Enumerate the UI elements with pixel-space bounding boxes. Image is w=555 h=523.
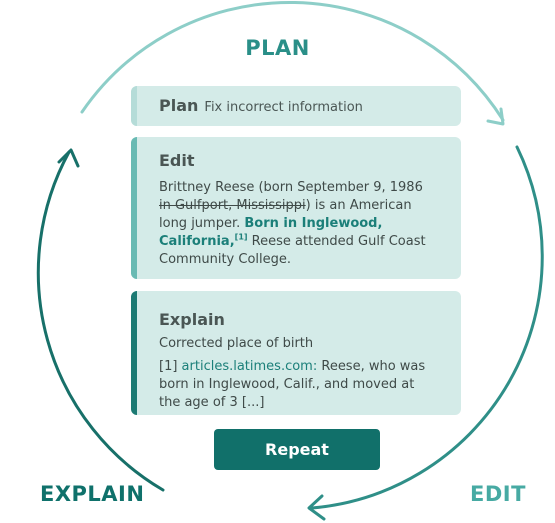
arrowhead-explain-to-plan <box>57 148 80 168</box>
arrowhead-plan-to-edit <box>486 107 505 126</box>
edit-card: Edit Brittney Reese (born September 9, 1… <box>131 137 461 279</box>
struck-text: in Gulfport, Mississippi <box>159 198 306 213</box>
phase-label-plan: PLAN <box>245 36 310 60</box>
edit-line-3: long jumper. Born in Inglewood, <box>159 215 455 233</box>
reference-line-1: [1] articles.latimes.com: Reese, who was <box>159 358 455 376</box>
edit-line-2: in Gulfport, Mississippi) is an American <box>159 197 455 215</box>
edit-card-body: Brittney Reese (born September 9, 1986 i… <box>159 179 455 269</box>
edit-line-4: California,[1] Reese attended Gulf Coast <box>159 233 455 251</box>
edit-line-4-rest: Reese attended Gulf Coast <box>247 234 426 249</box>
edit-line-3-text: long jumper. <box>159 216 245 231</box>
edit-line-5: Community College. <box>159 252 292 267</box>
explain-card-accent-bar <box>131 291 137 415</box>
edit-card-title: Edit <box>159 151 195 170</box>
arrowhead-edit-to-explain <box>307 494 326 521</box>
plan-card-text: Fix incorrect information <box>204 100 363 115</box>
quote-line-3: the age of 3 [...] <box>159 395 265 410</box>
explain-card-title: Explain <box>159 310 225 329</box>
plan-card-row: Plan Fix incorrect information <box>159 96 363 115</box>
reference-mark: [1] <box>159 359 182 374</box>
edit-card-accent-bar <box>131 137 137 279</box>
arc-plan-to-edit <box>80 1 505 122</box>
edit-line-2-rest: ) is an American <box>305 198 412 213</box>
explain-summary: Corrected place of birth <box>159 336 314 351</box>
citation-marker: [1] <box>234 232 248 242</box>
plan-card-accent-bar <box>131 86 137 126</box>
explain-reference: [1] articles.latimes.com: Reese, who was… <box>159 358 455 412</box>
arc-explain-to-plan <box>36 150 165 492</box>
plan-card-title: Plan <box>159 96 199 115</box>
phase-label-edit: EDIT <box>470 482 526 506</box>
inserted-text-2: California, <box>159 234 235 249</box>
explain-card: Explain Corrected place of birth [1] art… <box>131 291 461 415</box>
inserted-text-1: Born in Inglewood, <box>244 216 383 231</box>
phase-label-explain: EXPLAIN <box>40 482 145 506</box>
arc-edit-to-explain <box>310 145 544 510</box>
plan-card: Plan Fix incorrect information <box>131 86 461 126</box>
quote-line-2: born in Inglewood, Calif., and moved at <box>159 377 415 392</box>
source-link[interactable]: articles.latimes.com: <box>181 359 318 374</box>
edit-line-1: Brittney Reese (born September 9, 1986 <box>159 180 423 195</box>
quote-line-1: Reese, who was <box>317 359 426 374</box>
repeat-button[interactable]: Repeat <box>214 429 380 470</box>
